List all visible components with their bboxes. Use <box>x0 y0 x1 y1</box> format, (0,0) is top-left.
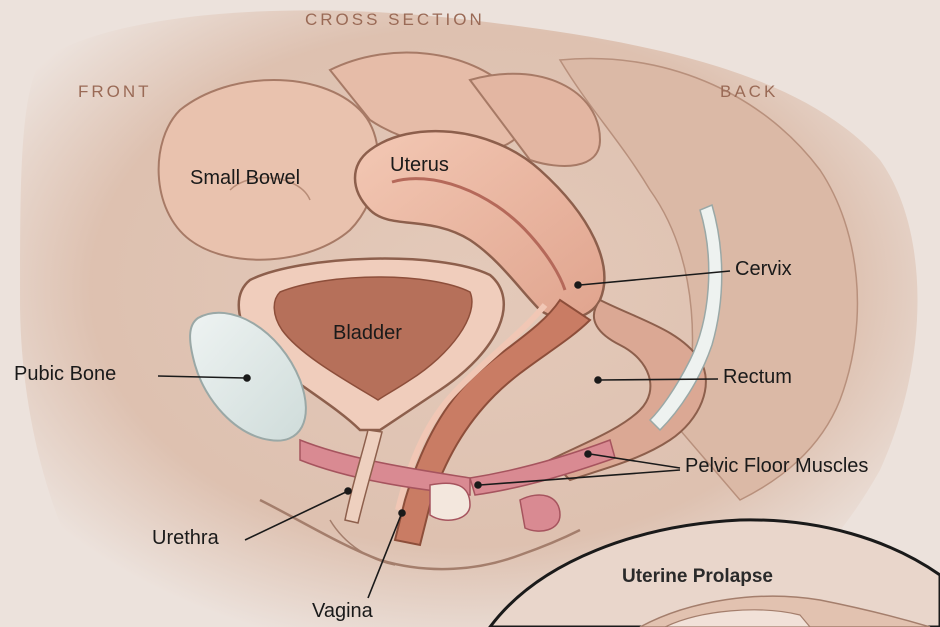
cervix-label: Cervix <box>735 259 792 279</box>
uterus-label: Uterus <box>390 155 449 175</box>
bladder-label: Bladder <box>333 323 402 343</box>
rectum-label: Rectum <box>723 367 792 387</box>
pubic-bone-label: Pubic Bone <box>14 364 116 384</box>
front-heading: FRONT <box>78 83 152 100</box>
uterine-prolapse-title: Uterine Prolapse <box>622 567 773 586</box>
back-heading: BACK <box>720 83 778 100</box>
vagina-label: Vagina <box>312 601 373 621</box>
small-bowel-label: Small Bowel <box>190 168 300 188</box>
cross-section-title: CROSS SECTION <box>305 11 485 28</box>
urethra-label: Urethra <box>152 528 219 548</box>
pelvic-floor-muscles-label: Pelvic Floor Muscles <box>685 456 868 476</box>
